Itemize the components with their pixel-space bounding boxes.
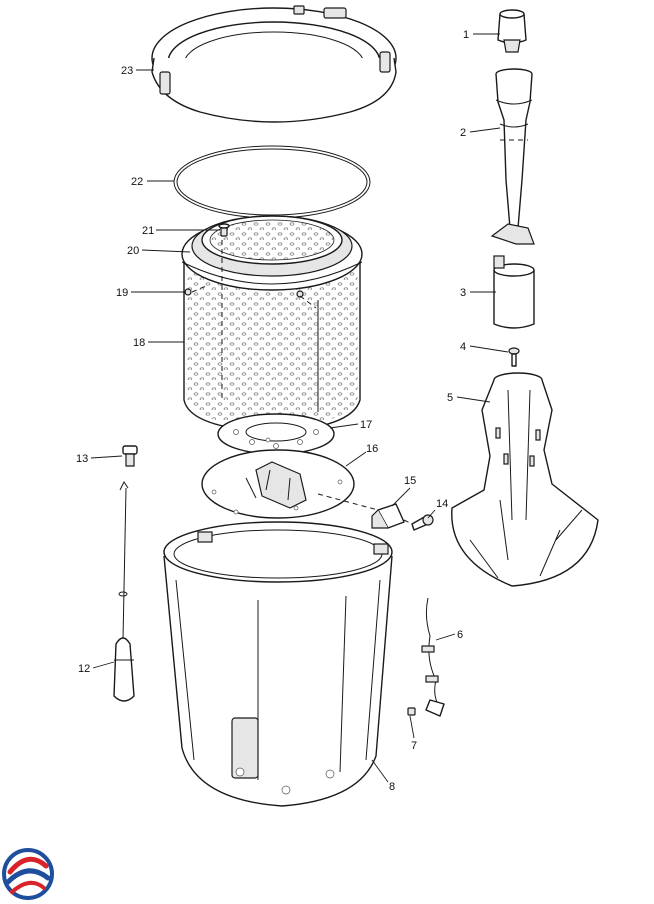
- part-18-basket[interactable]: [181, 215, 363, 433]
- part-13-cap[interactable]: [122, 445, 138, 467]
- part-05-agitator[interactable]: [451, 372, 599, 587]
- callout-5: 5: [447, 392, 453, 404]
- callout-1: 1: [463, 29, 469, 41]
- part-03-filter[interactable]: [493, 255, 535, 329]
- callout-17: 17: [360, 419, 372, 431]
- callout-8: 8: [389, 781, 395, 793]
- part-17-hub[interactable]: [217, 413, 335, 455]
- callout-14: 14: [436, 498, 448, 510]
- part-08-outer-tub[interactable]: [163, 521, 393, 807]
- part-01-agitator-cap[interactable]: [497, 9, 527, 53]
- part-19-screws[interactable]: [184, 285, 317, 309]
- part-23-tub-ring[interactable]: [151, 5, 397, 123]
- part-15-bracket[interactable]: [317, 493, 405, 529]
- part-21-screw[interactable]: [218, 223, 230, 237]
- callout-labels: 1 2 3 4 5 6 7 8 12 13 14 15 16 17 18 19 …: [76, 29, 469, 793]
- callout-3: 3: [460, 287, 466, 299]
- callout-23: 23: [121, 65, 133, 77]
- callout-2: 2: [460, 127, 466, 139]
- leader-lines: [90, 33, 509, 783]
- callout-18: 18: [133, 337, 145, 349]
- callout-16: 16: [366, 443, 378, 455]
- part-02-auger[interactable]: [490, 68, 535, 245]
- callout-4: 4: [460, 341, 466, 353]
- callout-7: 7: [411, 740, 417, 752]
- part-06-hose[interactable]: [421, 597, 445, 717]
- part-04-bolt[interactable]: [508, 347, 520, 367]
- callout-20: 20: [127, 245, 139, 257]
- part-22-seal[interactable]: [173, 145, 371, 219]
- part-16-plate[interactable]: [201, 449, 355, 519]
- part-12-suspension-rod[interactable]: [113, 481, 135, 702]
- callout-21: 21: [142, 225, 154, 237]
- callout-15: 15: [404, 475, 416, 487]
- callout-19: 19: [116, 287, 128, 299]
- part-07-clip[interactable]: [407, 707, 416, 716]
- swirl-logo-icon: [2, 848, 54, 900]
- part-14-bolt[interactable]: [403, 514, 434, 531]
- callout-12: 12: [78, 663, 90, 675]
- callout-6: 6: [457, 629, 463, 641]
- callout-22: 22: [131, 176, 143, 188]
- callout-13: 13: [76, 453, 88, 465]
